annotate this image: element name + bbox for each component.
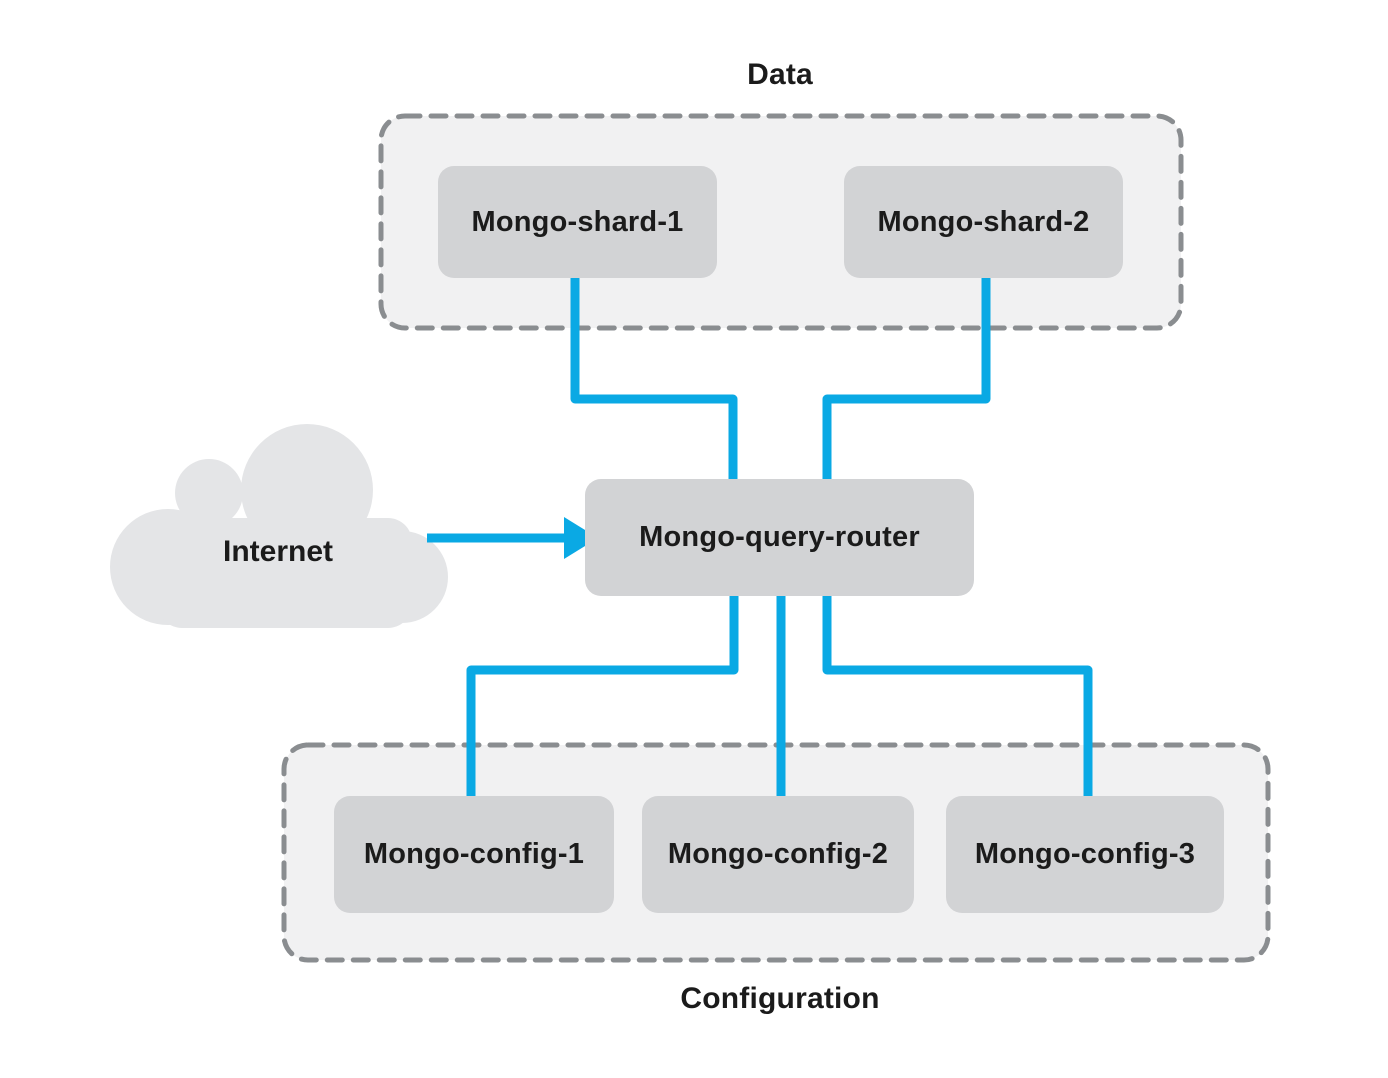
node-mongo-query-router: Mongo-query-router xyxy=(585,479,974,596)
node-label: Mongo-config-3 xyxy=(974,838,1196,870)
node-mongo-config-2: Mongo-config-2 xyxy=(642,796,914,913)
connector-router-config1 xyxy=(466,593,739,799)
internet-cloud-icon xyxy=(110,424,448,628)
node-label: Mongo-query-router xyxy=(639,521,920,553)
node-mongo-config-1: Mongo-config-1 xyxy=(334,796,614,913)
node-mongo-config-3: Mongo-config-3 xyxy=(946,796,1224,913)
node-mongo-shard-2: Mongo-shard-2 xyxy=(844,166,1123,278)
connector-shard2-router xyxy=(822,277,991,482)
connector-shard1-router xyxy=(570,277,738,482)
node-label: Mongo-shard-2 xyxy=(877,205,1090,238)
configuration-group-label: Configuration xyxy=(680,982,880,1015)
node-label: Mongo-config-1 xyxy=(363,838,585,870)
internet-label: Internet xyxy=(222,535,333,568)
data-group-label: Data xyxy=(747,58,813,91)
node-mongo-shard-1: Mongo-shard-1 xyxy=(438,166,717,278)
node-label: Mongo-config-2 xyxy=(667,838,889,870)
node-label: Mongo-shard-1 xyxy=(471,205,684,238)
connector-router-config3 xyxy=(822,593,1093,799)
internet-to-router-arrow xyxy=(427,517,598,559)
